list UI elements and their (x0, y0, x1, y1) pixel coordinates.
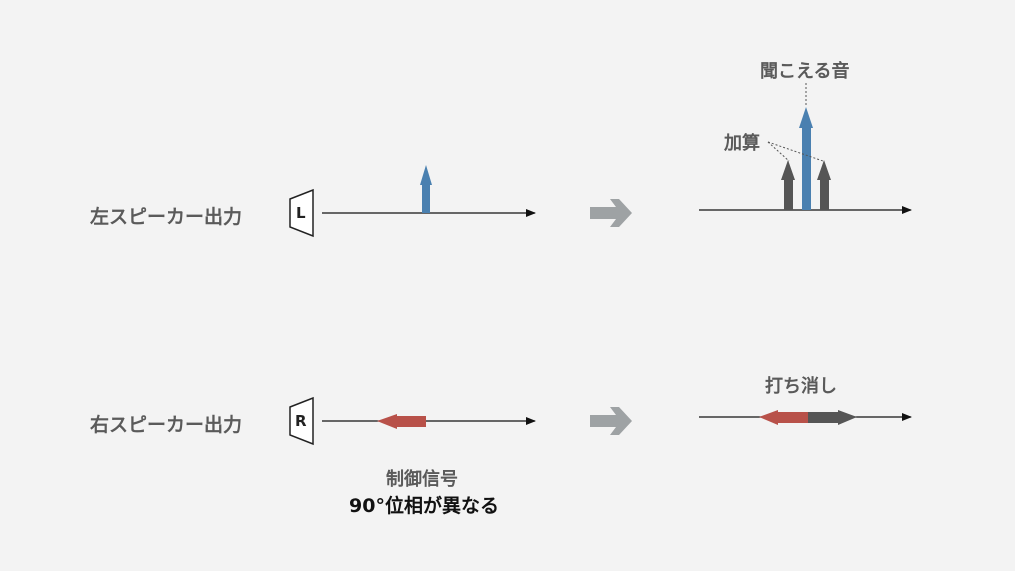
transition-arrow-top (590, 199, 632, 227)
result-gray-arrow-right (817, 160, 831, 210)
addition-leader-2 (767, 141, 824, 162)
cancel-red-arrow (759, 410, 808, 425)
result-gray-arrow-left (781, 160, 795, 210)
right-speaker-letter: R (295, 412, 307, 430)
transition-arrow-bottom (590, 407, 632, 435)
right-speaker-icon (289, 396, 314, 446)
heard-sound-label: 聞こえる音 (760, 61, 850, 82)
cancellation-label: 打ち消し (765, 376, 837, 397)
left-speaker-icon (289, 188, 314, 238)
left-blue-signal-arrow (420, 165, 432, 213)
left-row-label: 左スピーカー出力 (90, 206, 243, 228)
addition-leader-1 (767, 141, 790, 162)
right-red-signal-arrow (377, 414, 426, 429)
control-signal-label: 制御信号 (386, 469, 458, 490)
phase-difference-label: 90°位相が異なる (349, 495, 499, 517)
addition-label: 加算 (724, 133, 760, 154)
result-blue-arrow (799, 107, 813, 210)
right-row-label: 右スピーカー出力 (90, 414, 243, 436)
left-speaker-letter: L (296, 204, 306, 222)
cancel-gray-arrow (808, 410, 857, 425)
